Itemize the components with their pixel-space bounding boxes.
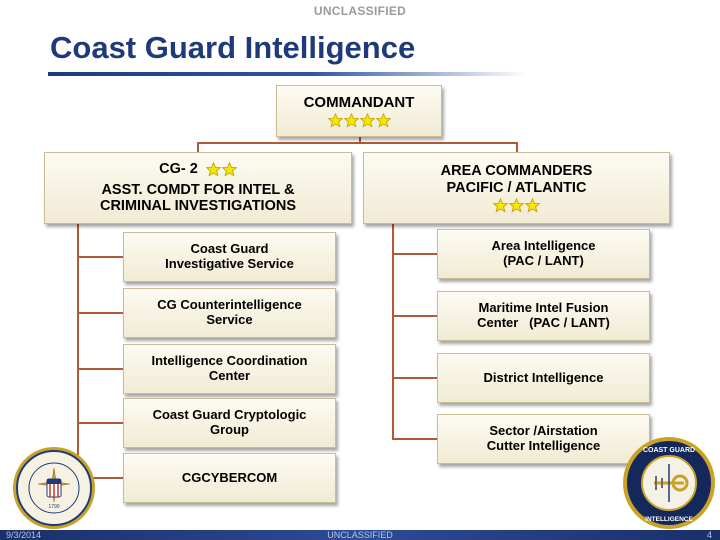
- org-box-intel-coordination-center: Intelligence Coordination Center: [123, 344, 336, 394]
- box-label-line2: Cutter Intelligence: [486, 438, 601, 453]
- org-box-area-commanders: AREA COMMANDERS PACIFIC / ATLANTIC: [363, 152, 670, 224]
- star-icon: [359, 113, 375, 128]
- page-title: Coast Guard Intelligence: [50, 30, 416, 65]
- star-icon: [525, 198, 540, 213]
- cg-intelligence-seal-icon: COAST GUARD INTELLIGENCE: [622, 436, 716, 530]
- star-icon: [343, 113, 359, 128]
- org-box-sector-airstation-cutter: Sector /Airstation Cutter Intelligence: [437, 414, 650, 464]
- uscg-seal-icon: 1790: [12, 446, 96, 530]
- org-box-cg-counterintelligence: CG Counterintelligence Service: [123, 288, 336, 338]
- connector-cg2-branch: [77, 312, 124, 314]
- org-box-area-intelligence: Area Intelligence (PAC / LANT): [437, 229, 650, 279]
- connector-area-branch: [392, 377, 437, 379]
- connector-area-branch: [392, 253, 437, 255]
- connector-cg2-branch: [77, 477, 124, 479]
- org-box-cgcybercom: CGCYBERCOM: [123, 453, 336, 503]
- box-label-line2: Center: [208, 368, 251, 383]
- cg2-title-line1: ASST. COMDT FOR INTEL &: [101, 181, 295, 198]
- box-label-line2: Service: [206, 312, 253, 327]
- footer-classification: UNCLASSIFIED: [327, 530, 393, 540]
- box-label-line1: Sector /Airstation: [489, 423, 598, 439]
- box-label-line1: Maritime Intel Fusion: [478, 300, 609, 316]
- box-label-line2: Group: [210, 422, 249, 437]
- box-label-line2: Investigative Service: [165, 256, 294, 271]
- org-box-cryptologic-group: Coast Guard Cryptologic Group: [123, 398, 336, 448]
- area-stars: [493, 198, 540, 213]
- connector-area-branch: [392, 315, 437, 317]
- connector-area-spine: [392, 224, 394, 439]
- svg-text:COAST GUARD: COAST GUARD: [643, 447, 695, 454]
- box-label-line1: Intelligence Coordination: [151, 353, 308, 369]
- connector-to-cg2: [197, 142, 199, 153]
- classification-banner: UNCLASSIFIED: [313, 4, 407, 18]
- box-label-line1: Area Intelligence: [491, 238, 596, 254]
- box-label-line1: Coast Guard Cryptologic: [152, 407, 307, 423]
- box-label-line1: CG Counterintelligence: [157, 297, 302, 313]
- star-icon: [493, 198, 508, 213]
- commandant-stars: [327, 113, 391, 128]
- svg-text:INTELLIGENCE: INTELLIGENCE: [645, 516, 693, 523]
- svg-text:1790: 1790: [48, 504, 59, 510]
- connector-area-branch: [392, 438, 437, 440]
- box-label-line2: (PAC / LANT): [503, 253, 584, 268]
- org-box-cg2: CG- 2 ASST. COMDT FOR INTEL & CRIMINAL I…: [44, 152, 352, 224]
- org-box-commandant: COMMANDANT: [276, 85, 442, 137]
- footer-page-number: 4: [706, 530, 712, 540]
- box-label-line1: CGCYBERCOM: [181, 469, 278, 485]
- connector-horizontal-top: [197, 142, 517, 144]
- area-title-line1: AREA COMMANDERS: [440, 162, 593, 179]
- connector-cg2-branch: [77, 422, 124, 424]
- star-icon: [509, 198, 524, 213]
- cg2-code: CG- 2: [159, 160, 198, 177]
- connector-to-area: [516, 142, 518, 153]
- title-underline: [48, 72, 528, 76]
- area-title-line2: PACIFIC / ATLANTIC: [446, 179, 587, 196]
- box-label-line1: Coast Guard: [190, 241, 269, 257]
- star-icon: [327, 113, 343, 128]
- footer-date: 9/3/2014: [6, 530, 42, 540]
- cg2-title-line2: CRIMINAL INVESTIGATIONS: [99, 198, 297, 215]
- star-icon: [375, 113, 391, 128]
- org-box-cg-investigative-service: Coast Guard Investigative Service: [123, 232, 336, 282]
- connector-cg2-spine: [77, 224, 79, 482]
- commandant-label: COMMANDANT: [303, 94, 415, 111]
- star-icon: [221, 161, 237, 177]
- connector-cg2-branch: [77, 368, 124, 370]
- footer-bar: 9/3/2014 UNCLASSIFIED 4: [0, 530, 720, 540]
- connector-commandant-down: [359, 137, 361, 143]
- box-label-line1: District Intelligence: [483, 369, 604, 385]
- star-icon: [205, 161, 221, 177]
- cg2-stars: [205, 161, 237, 177]
- org-box-maritime-intel-fusion: Maritime Intel Fusion Center (PAC / LANT…: [437, 291, 650, 341]
- org-box-district-intelligence: District Intelligence: [437, 353, 650, 403]
- connector-cg2-branch: [77, 256, 124, 258]
- box-label-line2: Center (PAC / LANT): [477, 315, 610, 330]
